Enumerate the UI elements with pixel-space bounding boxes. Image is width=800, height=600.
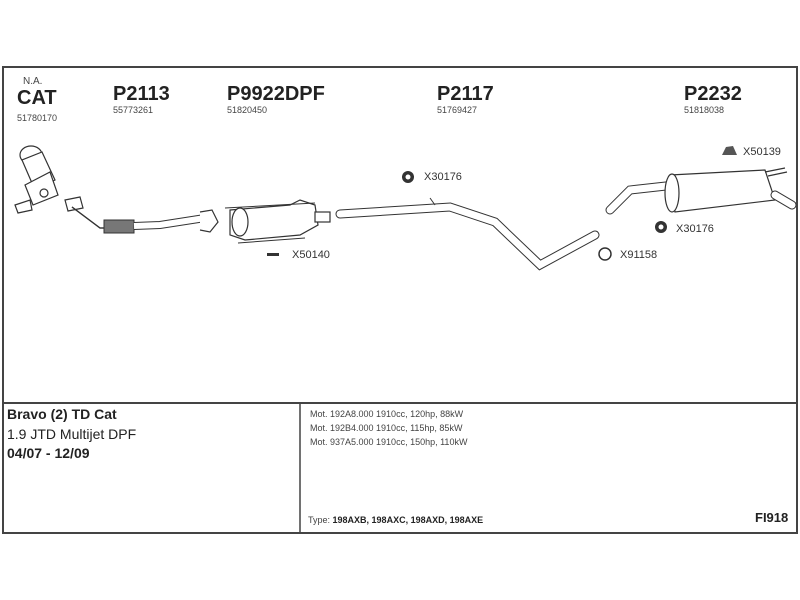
accessory-code: X50139 <box>743 146 781 158</box>
vehicle-engine: 1.9 JTD Multijet DPF <box>7 426 137 442</box>
part-oe-number: 51780170 <box>17 113 57 123</box>
accessory-x50140[interactable]: X50140 <box>267 249 330 261</box>
part-code-cat[interactable]: CAT <box>17 87 57 109</box>
engine-item: Mot. 937A5.000 1910cc, 150hp, 110kW <box>310 437 468 447</box>
part-code-p2117[interactable]: P2117 <box>437 83 494 105</box>
vehicle-model: Bravo (2) TD Cat <box>7 406 117 422</box>
engine-list: Mot. 192A8.000 1910cc, 120hp, 88kW Mot. … <box>310 407 467 449</box>
accessory-x91158[interactable]: X91158 <box>598 247 657 261</box>
front-pipe-part[interactable] <box>64 196 219 234</box>
engine-item: Mot. 192B4.000 1910cc, 115hp, 85kW <box>310 423 463 433</box>
accessory-code: X50140 <box>292 249 330 261</box>
part-code-p2113[interactable]: P2113 <box>113 83 170 105</box>
accessory-x30176[interactable]: X30176 <box>655 221 714 235</box>
accessory-code: X91158 <box>620 249 657 261</box>
part-oe-number: 51818038 <box>684 105 724 115</box>
intermediate-pipe-part[interactable] <box>335 197 600 271</box>
mounting-kit-icon <box>722 146 737 155</box>
accessory-x30176[interactable]: X30176 <box>402 171 462 183</box>
accessory-code: X30176 <box>424 171 462 183</box>
bracket-icon <box>267 253 279 256</box>
type-values: 198AXB, 198AXC, 198AXD, 198AXE <box>332 515 484 525</box>
part-code-p9922dpf[interactable]: P9922DPF <box>227 83 325 105</box>
type-row: Type: 198AXB, 198AXC, 198AXD, 198AXE <box>308 515 483 525</box>
part-code-p2232[interactable]: P2232 <box>684 83 742 105</box>
part-prefix: N.A. <box>23 76 42 87</box>
dpf-part[interactable] <box>224 199 331 244</box>
type-label: Type: <box>308 515 331 525</box>
accessory-x50139[interactable]: X50139 <box>722 146 781 158</box>
accessory-code: X30176 <box>676 223 714 235</box>
clamp-icon <box>598 247 612 261</box>
engine-item: Mot. 192A8.000 1910cc, 120hp, 88kW <box>310 409 464 419</box>
part-oe-number: 51820450 <box>227 105 267 115</box>
rear-silencer-part[interactable] <box>605 167 797 215</box>
diagram-id: FI918 <box>755 510 789 525</box>
catalyst-part[interactable] <box>14 145 59 214</box>
diagram-frame <box>2 66 798 534</box>
vehicle-years: 04/07 - 12/09 <box>7 445 90 461</box>
part-oe-number: 55773261 <box>113 105 153 115</box>
part-oe-number: 51769427 <box>437 105 477 115</box>
